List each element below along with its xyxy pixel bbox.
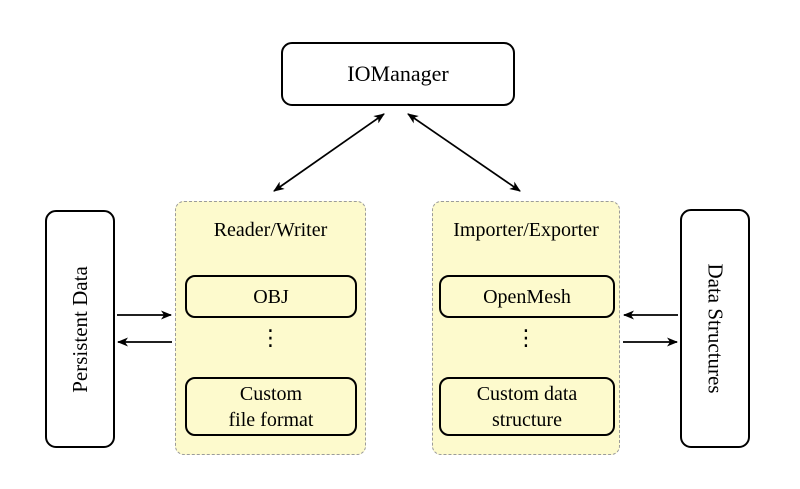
node-custom-file-format-line1: Custom	[239, 382, 303, 405]
node-custom-file-format-line2: file format	[228, 408, 314, 431]
panel-importer-exporter: Importer/Exporter OpenMesh ⋮ Custom data…	[432, 201, 620, 455]
node-obj: OBJ	[185, 275, 357, 318]
node-openmesh-label: OpenMesh	[483, 285, 571, 308]
panel-reader-writer-title: Reader/Writer	[213, 219, 328, 241]
node-data-structures-label: Data Structures	[703, 263, 728, 394]
node-iomanager: IOManager	[281, 42, 515, 106]
node-custom-data-structure: Custom data structure	[439, 377, 615, 436]
arrow-iomanager-reader-writer	[273, 113, 385, 192]
node-custom-data-structure-line1: Custom data	[476, 382, 578, 405]
vertical-ellipsis-icon: ⋮	[515, 326, 537, 351]
vertical-ellipsis-icon: ⋮	[259, 326, 282, 351]
panel-importer-exporter-title: Importer/Exporter	[453, 219, 599, 241]
node-custom-file-format: Custom file format	[185, 377, 357, 436]
node-custom-data-structure-line2: structure	[492, 408, 562, 431]
panel-reader-writer: Reader/Writer OBJ ⋮ Custom file format	[175, 201, 366, 455]
node-persistent-data-label: Persistent Data	[67, 265, 92, 393]
arrow-iomanager-importer-exporter	[407, 113, 521, 192]
node-data-structures: Data Structures	[680, 209, 750, 448]
node-iomanager-label: IOManager	[347, 61, 449, 86]
node-obj-label: OBJ	[253, 285, 289, 308]
node-persistent-data: Persistent Data	[45, 210, 115, 448]
node-openmesh: OpenMesh	[439, 275, 615, 318]
